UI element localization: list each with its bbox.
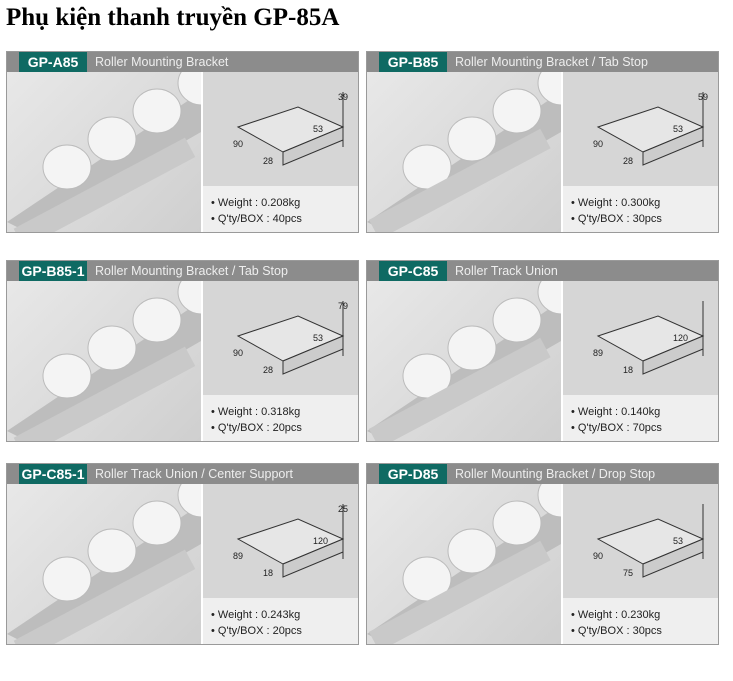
specs: • Weight : 0.300kg • Q'ty/BOX : 30pcs [563,186,718,232]
dimension-label: 53 [673,536,683,546]
dimension-label: 53 [313,124,323,134]
product-photo [367,484,561,644]
dimension-diagram: 90 53 75 [563,484,718,598]
dimension-label: 39 [338,92,348,102]
specs: • Weight : 0.208kg • Q'ty/BOX : 40pcs [203,186,358,232]
qty-per-box-text: • Q'ty/BOX : 70pcs [571,422,662,434]
product-photo [7,281,201,441]
weight-text: • Weight : 0.230kg [571,609,661,621]
product-photo [367,72,561,232]
product-card: GP-C85 Roller Track Union 89 120 18 • Weig… [366,260,719,442]
product-title: Roller Mounting Bracket [95,55,229,69]
dimension-diagram: 90 53 28 59 [563,72,718,186]
dimension-label: 28 [263,156,273,166]
dimension-label: 90 [593,139,603,149]
specs: • Weight : 0.318kg • Q'ty/BOX : 20pcs [203,395,358,441]
card-header: GP-D85 Roller Mounting Bracket / Drop St… [367,464,718,484]
qty-per-box-text: • Q'ty/BOX : 20pcs [211,625,302,637]
specs: • Weight : 0.243kg • Q'ty/BOX : 20pcs [203,598,358,644]
qty-per-box-text: • Q'ty/BOX : 30pcs [571,625,662,637]
product-title: Roller Track Union [455,264,558,278]
page-title: Phụ kiện thanh truyền GP-85A [6,4,340,31]
product-card: GP-B85-1 Roller Mounting Bracket / Tab S… [6,260,359,442]
card-header: GP-B85-1 Roller Mounting Bracket / Tab S… [7,261,358,281]
dimension-label: 28 [263,365,273,375]
product-photo [7,484,201,644]
dimension-diagram: 89 120 18 25 [203,484,358,598]
product-code: GP-C85-1 [19,464,87,484]
dimension-diagram: 90 53 28 79 [203,281,358,395]
dimension-label: 53 [313,333,323,343]
dimension-diagram: 89 120 18 [563,281,718,395]
product-photo [7,72,201,232]
dimension-label: 79 [338,301,348,311]
product-code: GP-D85 [379,464,447,484]
product-title: Roller Track Union / Center Support [95,467,294,481]
dimension-label: 59 [698,92,708,102]
qty-per-box-text: • Q'ty/BOX : 40pcs [211,213,302,225]
weight-text: • Weight : 0.140kg [571,406,661,418]
dimension-label: 53 [673,124,683,134]
product-title: Roller Mounting Bracket / Tab Stop [455,55,648,69]
weight-text: • Weight : 0.300kg [571,197,661,209]
qty-per-box-text: • Q'ty/BOX : 20pcs [211,422,302,434]
product-photo [367,281,561,441]
dimension-label: 90 [593,551,603,561]
dimension-label: 75 [623,568,633,578]
specs: • Weight : 0.140kg • Q'ty/BOX : 70pcs [563,395,718,441]
product-card: GP-B85 Roller Mounting Bracket / Tab Sto… [366,51,719,233]
card-header: GP-C85-1 Roller Track Union / Center Sup… [7,464,358,484]
dimension-label: 90 [233,348,243,358]
product-code: GP-B85 [379,52,447,72]
product-code: GP-B85-1 [19,261,87,281]
specs: • Weight : 0.230kg • Q'ty/BOX : 30pcs [563,598,718,644]
dimension-label: 28 [623,156,633,166]
dimension-label: 120 [313,536,328,546]
product-card: GP-C85-1 Roller Track Union / Center Sup… [6,463,359,645]
dimension-diagram: 90 53 28 39 [203,72,358,186]
card-header: GP-C85 Roller Track Union [367,261,718,281]
dimension-label: 18 [263,568,273,578]
card-header: GP-A85 Roller Mounting Bracket [7,52,358,72]
card-header: GP-B85 Roller Mounting Bracket / Tab Sto… [367,52,718,72]
product-code: GP-C85 [379,261,447,281]
product-title: Roller Mounting Bracket / Tab Stop [95,264,288,278]
qty-per-box-text: • Q'ty/BOX : 30pcs [571,213,662,225]
weight-text: • Weight : 0.243kg [211,609,301,621]
product-card: GP-D85 Roller Mounting Bracket / Drop St… [366,463,719,645]
dimension-label: 89 [593,348,603,358]
product-code: GP-A85 [19,52,87,72]
dimension-label: 25 [338,504,348,514]
dimension-label: 89 [233,551,243,561]
dimension-label: 120 [673,333,688,343]
dimension-label: 18 [623,365,633,375]
weight-text: • Weight : 0.208kg [211,197,301,209]
weight-text: • Weight : 0.318kg [211,406,301,418]
product-title: Roller Mounting Bracket / Drop Stop [455,467,656,481]
dimension-label: 90 [233,139,243,149]
